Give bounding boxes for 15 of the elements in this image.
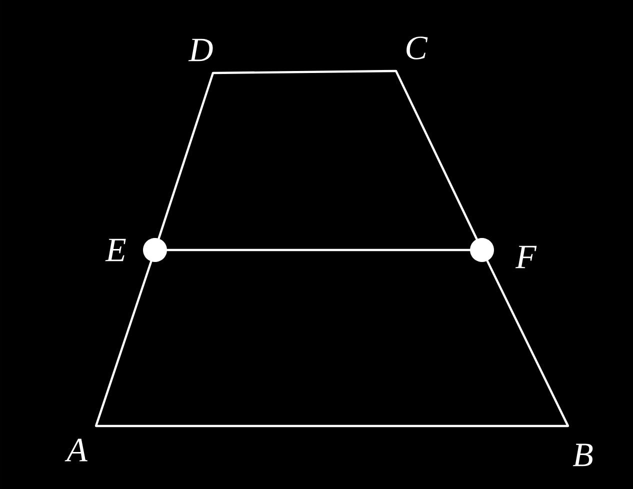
line-segment bbox=[94, 260, 152, 427]
vertex-label: C bbox=[406, 36, 428, 60]
point-dot bbox=[143, 238, 167, 262]
point-label: E bbox=[105, 238, 126, 262]
line-segment bbox=[395, 70, 478, 240]
point-dot bbox=[470, 238, 494, 262]
point-label: F bbox=[515, 246, 537, 268]
line-segment bbox=[212, 70, 397, 74]
vertex-label: A bbox=[64, 438, 88, 462]
vertex-label: D bbox=[188, 38, 213, 62]
line-segment bbox=[95, 424, 569, 428]
line-segment bbox=[158, 72, 214, 240]
line-segment bbox=[486, 260, 569, 427]
vertex-label: B bbox=[572, 444, 593, 466]
line-segment bbox=[166, 248, 471, 252]
